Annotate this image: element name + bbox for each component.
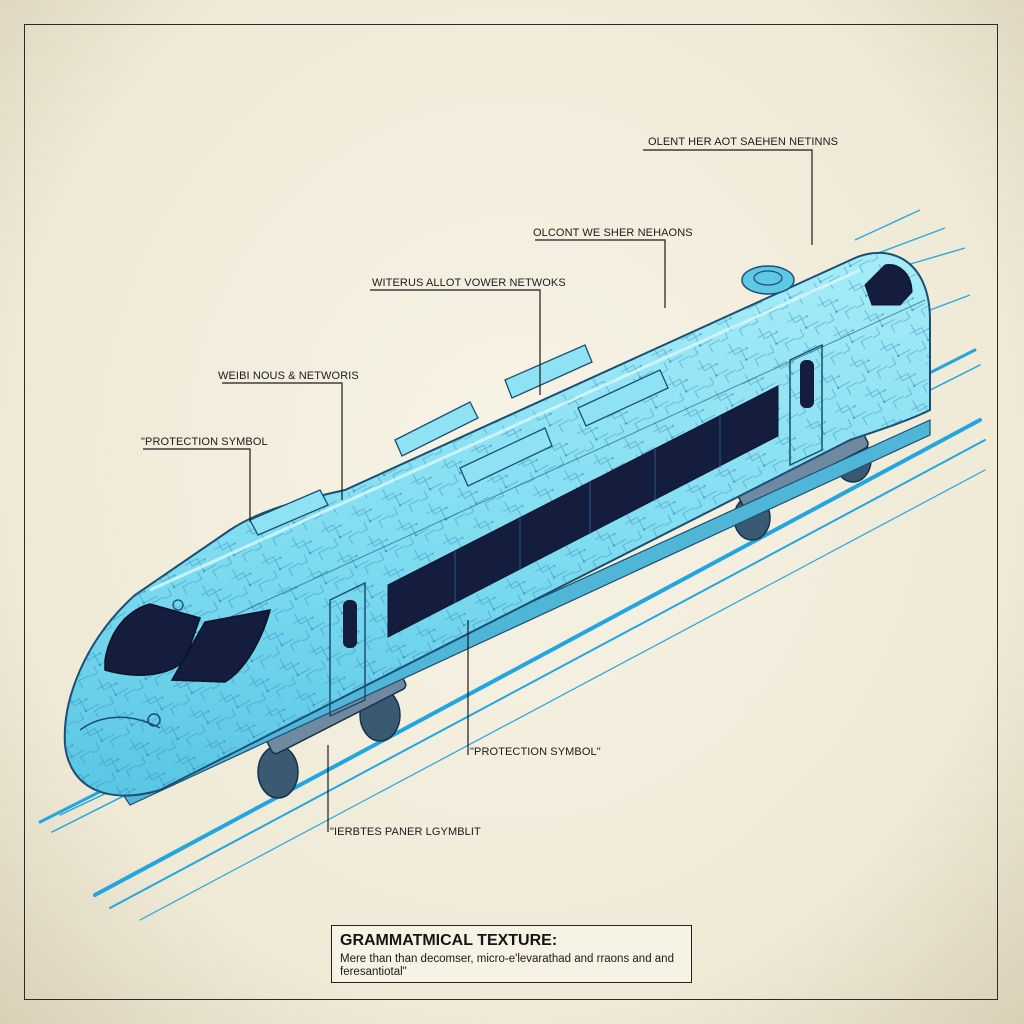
caption-box: GRAMMATMICAL TEXTURE: Mere than than dec… (331, 925, 692, 983)
label-bottom: "IERBTES PANER LGYMBLIT (330, 826, 481, 838)
side-windows (387, 385, 779, 638)
label-upper-mid: OLCONT WE SHER NEHAONS (533, 227, 693, 239)
label-top-right: OLENT HER AOT SAEHEN NETINNS (648, 136, 839, 148)
doors (329, 343, 823, 718)
roof-modules (249, 344, 669, 536)
label-left-mid: WEIBI NOUS & NETWORIS (218, 370, 359, 382)
label-left: "PROTECTION SYMBOL (141, 436, 268, 448)
label-mid: WITERUS ALLOT VOWER NETWOKS (372, 277, 566, 289)
label-lower-right: "PROTECTION SYMBOL" (470, 746, 601, 758)
roof-fan-icon (741, 265, 795, 295)
caption-title: GRAMMATMICAL TEXTURE: (340, 932, 558, 949)
caption-body: Mere than than decomser, micro-e'levarat… (340, 953, 674, 978)
leader-lines (143, 149, 813, 832)
page-frame (24, 24, 998, 1000)
